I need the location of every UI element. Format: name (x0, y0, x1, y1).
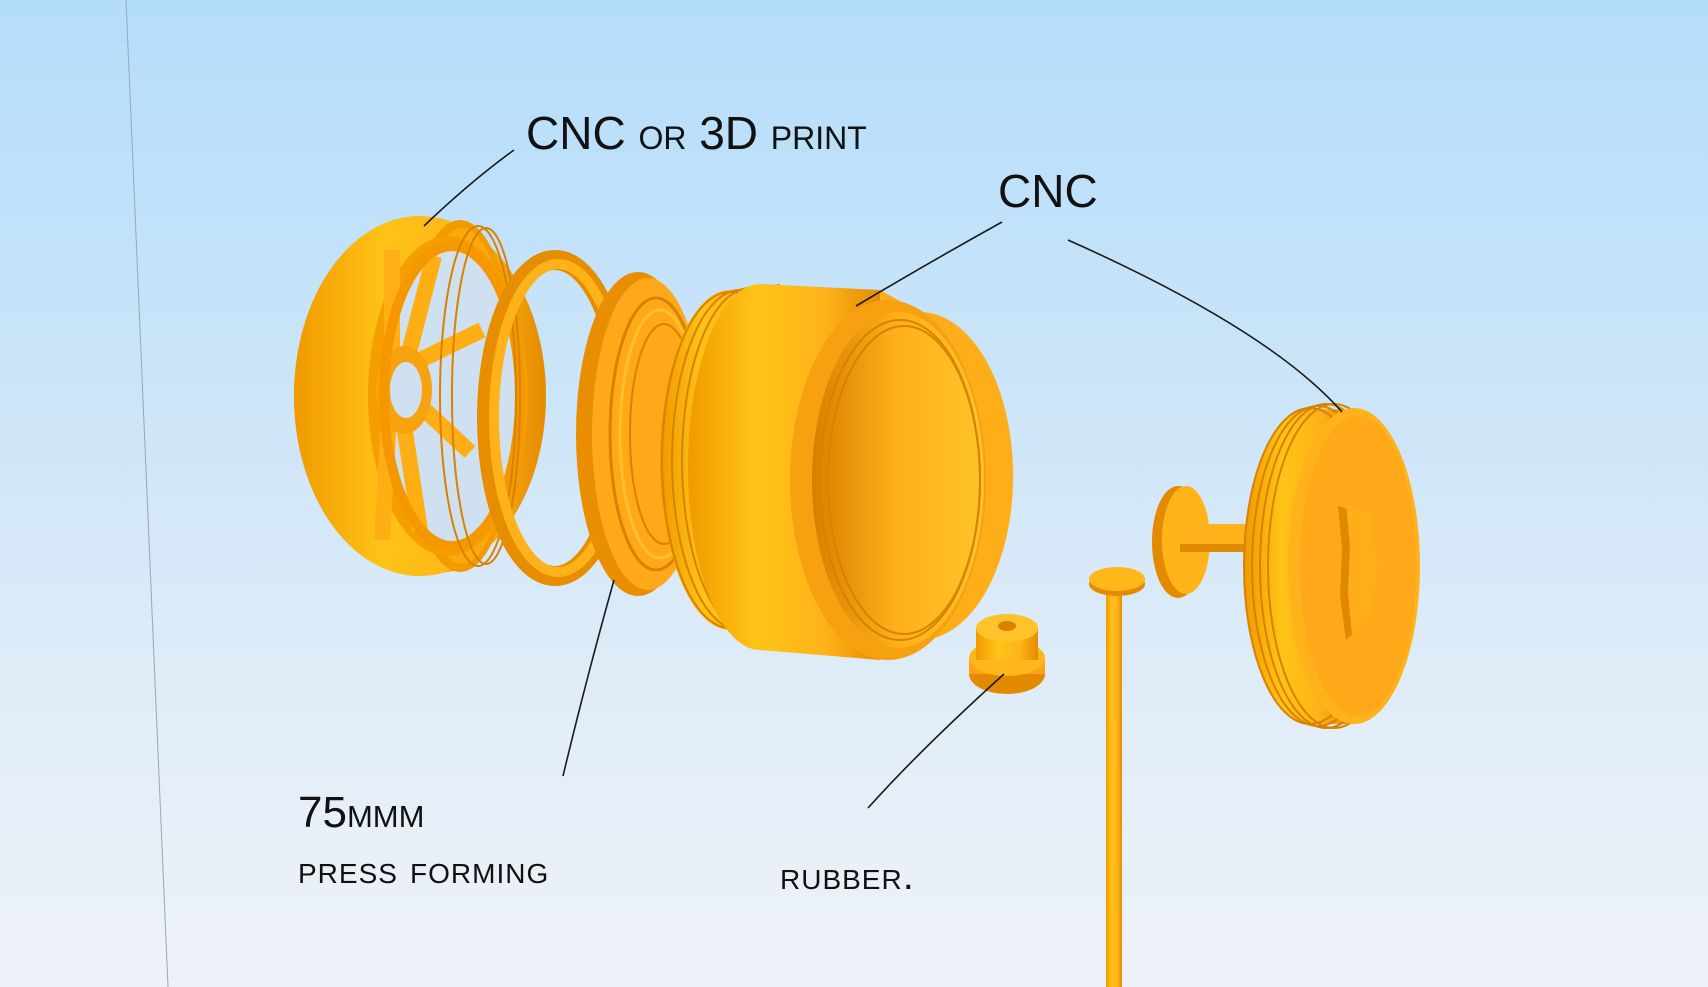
label-rubber: rubber. (780, 854, 915, 898)
spoked-front-ring (294, 216, 546, 576)
leader-line-cnc-cap (1067, 239, 1343, 413)
label-press-forming: press forming (298, 848, 550, 892)
scene-edge-line (125, 0, 169, 987)
rubber-bushing (969, 614, 1045, 694)
leader-lines (423, 149, 1343, 809)
leader-line-rubber (867, 673, 1005, 809)
leader-line-press-forming (562, 579, 615, 777)
leader-line-cnc-body (855, 221, 1003, 307)
leader-line-cnc-or-3d-print (423, 149, 515, 227)
threaded-end-cap (1152, 403, 1420, 729)
label-cnc-or-3d-print: CNC or 3D print (526, 107, 867, 159)
label-thickness: 75μmm (298, 788, 425, 837)
long-pin-rod (1089, 567, 1145, 987)
label-cnc: CNC (998, 165, 1098, 217)
threaded-main-body (660, 284, 1014, 660)
